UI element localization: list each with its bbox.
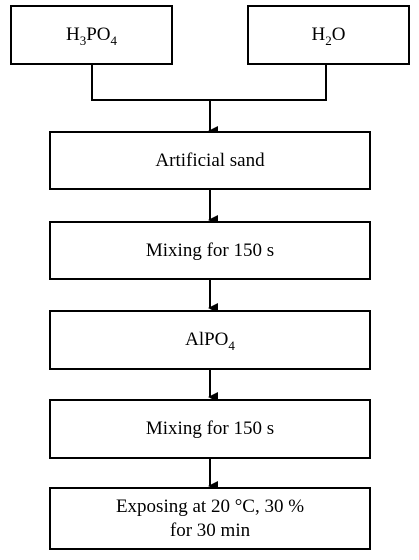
step-mixing-2: Mixing for 150 s: [49, 399, 371, 459]
input-label-h3po4: H3PO4: [65, 24, 118, 49]
input-label-h2o: H2O: [311, 24, 346, 49]
step-exposing: Exposing at 20 °C, 30 % for 30 min: [49, 487, 371, 550]
input-box-h3po4: H3PO4: [10, 5, 173, 65]
step-alpo4: AlPO4: [49, 310, 371, 370]
step-label: AlPO4: [185, 329, 235, 354]
step-label-line2: for 30 min: [169, 519, 251, 541]
step-label: Artificial sand: [155, 149, 265, 171]
step-mixing-1: Mixing for 150 s: [49, 221, 371, 280]
step-label-line1: Exposing at 20 °C, 30 %: [115, 495, 305, 517]
step-label: Mixing for 150 s: [145, 418, 275, 440]
step-artificial-sand: Artificial sand: [49, 131, 371, 190]
input-box-h2o: H2O: [247, 5, 410, 65]
step-label: Mixing for 150 s: [145, 239, 275, 261]
